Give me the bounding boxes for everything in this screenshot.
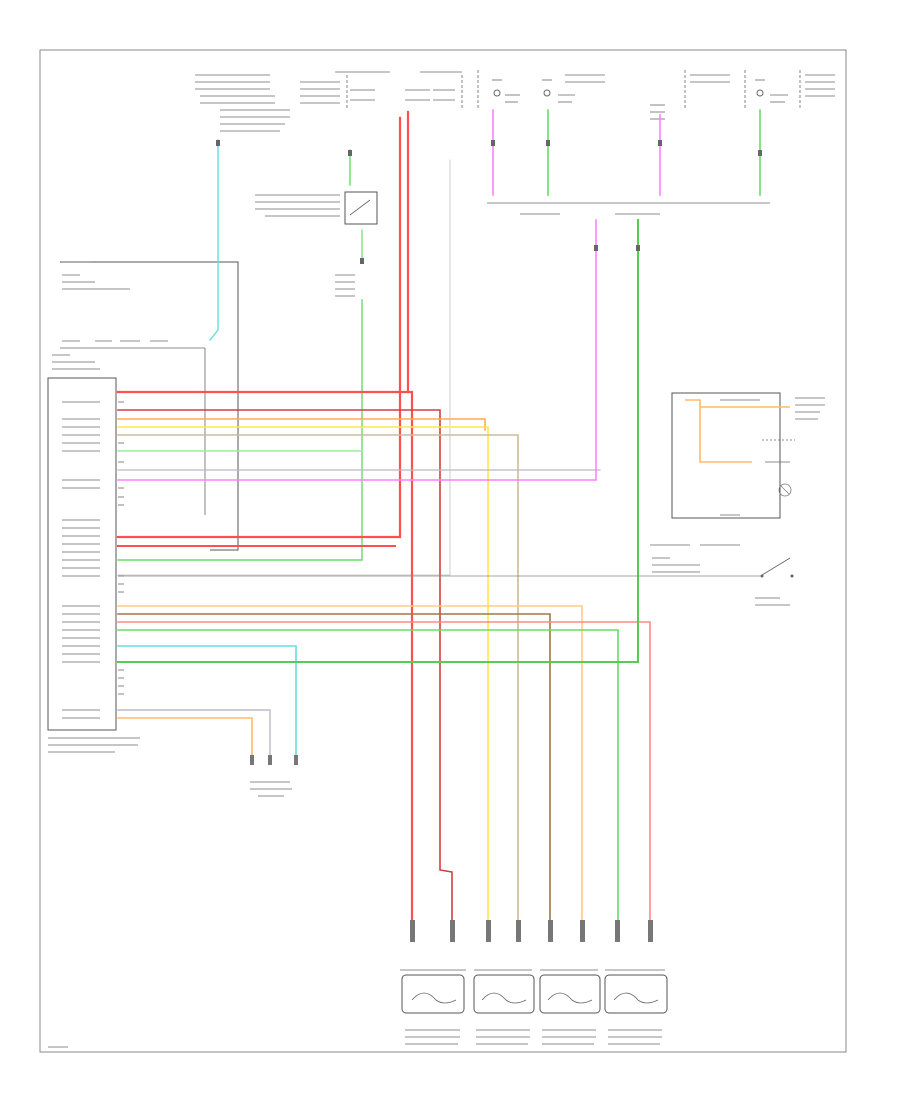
wires [116,109,761,922]
relay-box [255,191,378,297]
wire-terminals [216,140,762,264]
fuse-block-area [195,70,835,215]
abs-module [47,261,239,753]
fuse-icon [492,79,765,97]
page-frame [39,49,847,1053]
module-pin-numbers [118,391,124,695]
sensor-right-front [473,969,535,1045]
wheel-speed-sensors [400,969,668,1045]
sensor-left-rear [604,969,668,1045]
wheel-sensor-connectors [410,920,653,942]
lamp-icon [778,483,792,497]
switch-icon [760,557,794,578]
module-pin-labels [62,401,100,719]
sensor-left-front [400,969,466,1045]
sensor-right-rear [539,969,601,1045]
data-link-connector [250,755,298,797]
traction-control-switch-box [650,392,825,606]
